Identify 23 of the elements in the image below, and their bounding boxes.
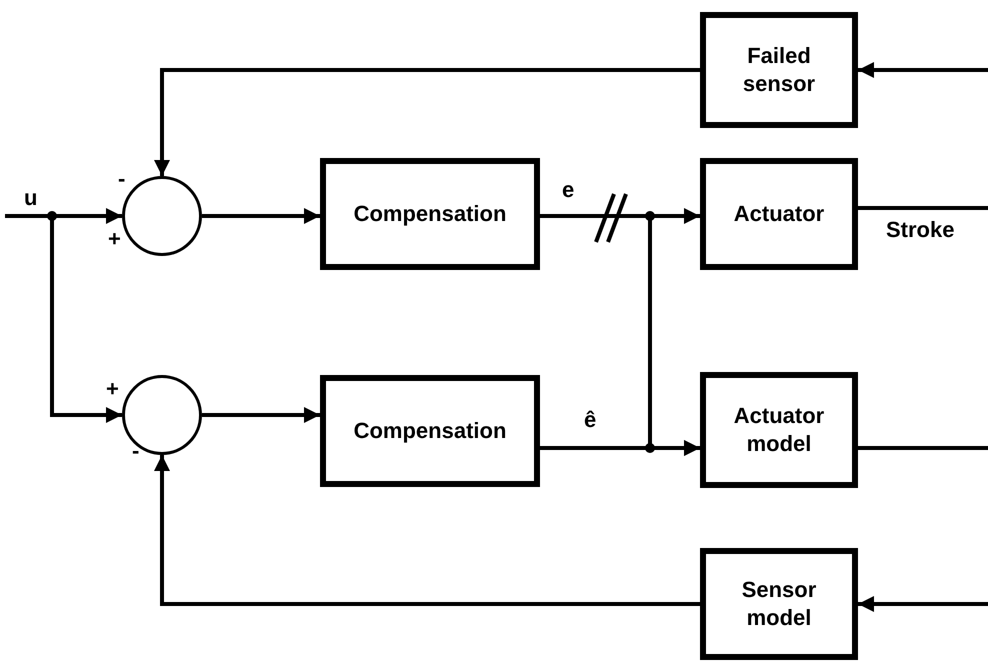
block-box	[700, 12, 858, 128]
sign-label: -	[132, 440, 140, 462]
block-box	[700, 372, 858, 488]
arrow	[154, 455, 700, 606]
block-box	[700, 158, 858, 270]
arrow	[858, 62, 988, 78]
arrow	[154, 68, 700, 176]
block-label: Actuator model	[732, 402, 826, 458]
block-label: Failed sensor	[742, 42, 816, 98]
arrow	[858, 596, 988, 612]
block-label: Compensation	[352, 417, 508, 445]
sign-label: +	[106, 378, 119, 400]
block-label: Actuator	[732, 200, 826, 228]
block-box	[320, 375, 540, 487]
arrow	[540, 440, 700, 456]
block-label: Compensation	[352, 200, 508, 228]
sign-label: -	[118, 168, 126, 190]
arrow	[202, 407, 320, 423]
block-box	[700, 548, 858, 660]
block-label: Sensor model	[740, 576, 818, 632]
sign-label: +	[108, 228, 121, 250]
block-box	[320, 158, 540, 270]
arrow	[202, 208, 320, 224]
